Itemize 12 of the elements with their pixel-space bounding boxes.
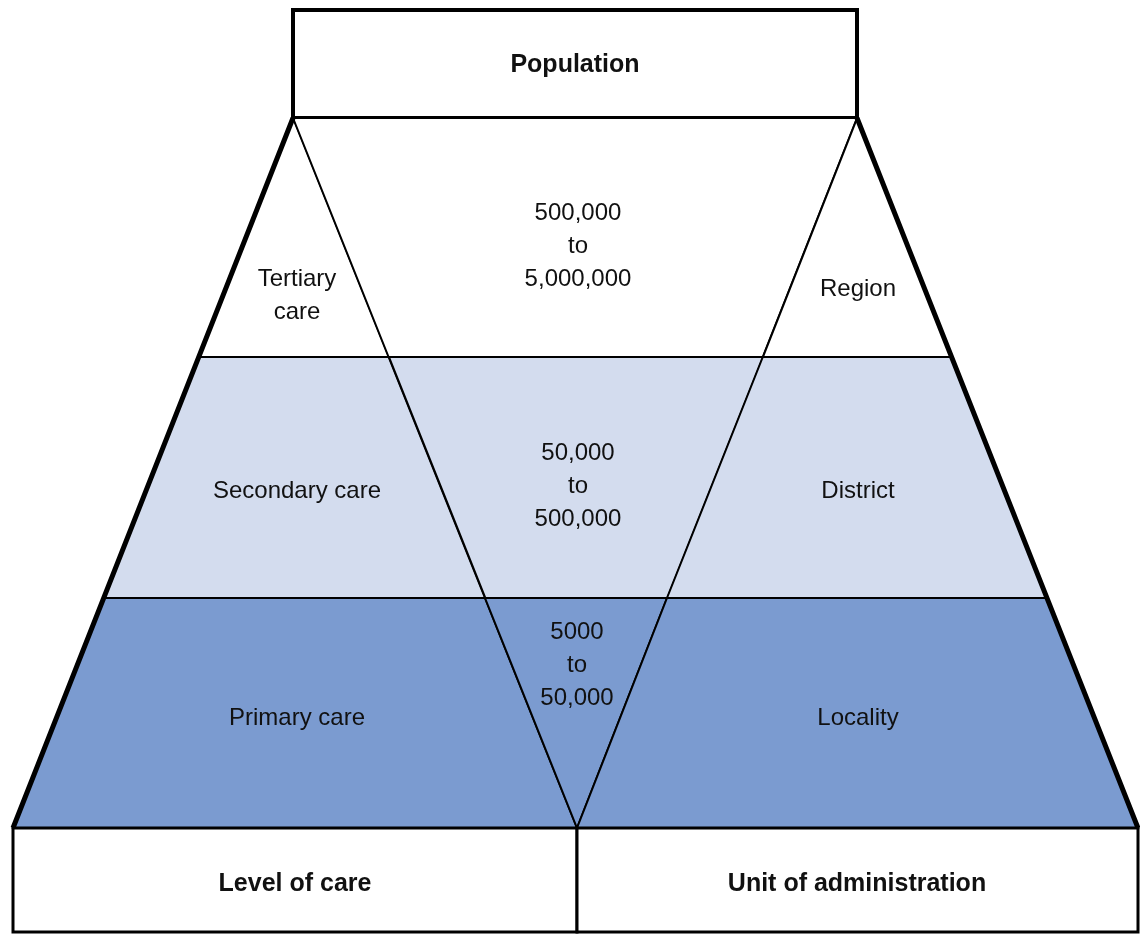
- population-range-label: 500,000 to 5,000,000: [524, 196, 632, 293]
- care-level-label: Tertiary care: [257, 263, 337, 326]
- population-range-label: 5000 to 50,000: [540, 615, 614, 712]
- header-text: Population: [510, 47, 640, 79]
- care-level-label: Secondary care: [212, 474, 382, 505]
- column-heading: Level of care: [218, 866, 372, 898]
- administration-unit-label: Region: [819, 272, 896, 303]
- administration-unit-label: Locality: [817, 701, 899, 732]
- population-range-label: 50,000 to 500,000: [534, 436, 622, 533]
- column-heading: Unit of administration: [727, 866, 987, 898]
- care-level-label: Primary care: [229, 701, 365, 732]
- administration-unit-label: District: [821, 474, 895, 505]
